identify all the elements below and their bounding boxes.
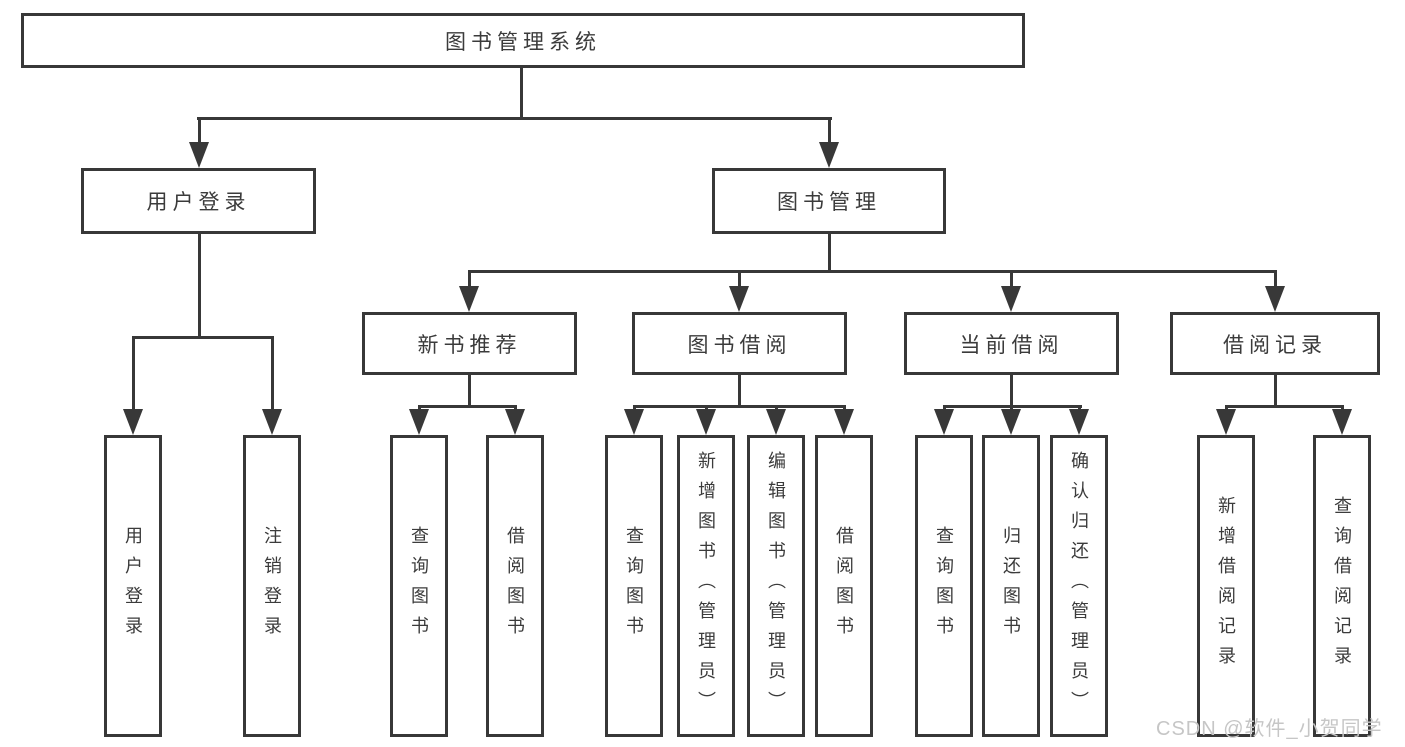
node-book-management: 图书管理 [712,168,946,234]
connector-arrow-stem [738,270,741,290]
leaf-query-borrow-record: 查询借阅记录 [1313,435,1371,737]
connector-bookborrow-stem [738,375,741,408]
leaf-recommend-query-book: 查询图书 [390,435,448,737]
node-library-management-system: 图书管理系统 [21,13,1025,68]
connector-records-bus [1225,405,1344,408]
leaf-edit-book-admin: 编辑图书（管理员） [747,435,805,737]
arrowhead-leaf-borrow-book [834,409,854,435]
node-current-borrow: 当前借阅 [904,312,1119,375]
arrowhead-current-borrow [1001,286,1021,312]
leaf-recommend-borrow-book: 借阅图书 [486,435,544,737]
node-user-login: 用户登录 [81,168,316,234]
arrowhead-leaf-edit-book [766,409,786,435]
connector-level3-bus [468,270,1277,273]
watermark: CSDN @软件_小贺同学 [1156,718,1383,740]
connector-recommend-stem [468,375,471,408]
leaf-borrow-query-book: 查询图书 [605,435,663,737]
arrowhead-leaf-add-book [696,409,716,435]
arrowhead-leaf-borrow-book [505,409,525,435]
node-borrow-records: 借阅记录 [1170,312,1380,375]
arrowhead-book-management [819,142,839,168]
connector-arrow-stem [1274,270,1277,290]
arrowhead-leaf-add-record [1216,409,1236,435]
leaf-confirm-return-admin: 确认归还（管理员） [1050,435,1108,737]
arrowhead-leaf-query-record [1332,409,1352,435]
arrowhead-leaf-query-book [934,409,954,435]
arrowhead-leaf-return-book [1001,409,1021,435]
arrowhead-leaf-query-book [624,409,644,435]
connector-records-stem [1274,375,1277,408]
arrowhead-new-book-recommend [459,286,479,312]
connector-arrow-stem [132,336,135,412]
leaf-logout: 注销登录 [243,435,301,737]
connector-arrow-stem [468,270,471,290]
connector-root-stem [520,68,523,120]
connector-arrow-stem [1010,270,1013,290]
connector-arrow-stem [828,117,831,145]
connector-arrow-stem [198,117,201,145]
leaf-add-book-admin: 新增图书（管理员） [677,435,735,737]
leaf-current-query-book: 查询图书 [915,435,973,737]
leaf-user-login: 用户登录 [104,435,162,737]
arrowhead-leaf-logout [262,409,282,435]
leaf-add-borrow-record: 新增借阅记录 [1197,435,1255,737]
arrowhead-leaf-confirm-return [1069,409,1089,435]
connector-currentborrow-stem [1010,375,1013,408]
connector-level2-bus [197,117,832,120]
connector-bookborrow-bus [633,405,846,408]
connector-userlogin-bus [132,336,274,339]
arrowhead-user-login [189,142,209,168]
leaf-return-book: 归还图书 [982,435,1040,737]
connector-userlogin-stem [198,234,201,338]
arrowhead-leaf-user-login [123,409,143,435]
arrowhead-borrow-records [1265,286,1285,312]
connector-arrow-stem [271,336,274,412]
arrowhead-book-borrow [729,286,749,312]
arrowhead-leaf-query-book [409,409,429,435]
node-new-book-recommend: 新书推荐 [362,312,577,375]
leaf-borrow-book: 借阅图书 [815,435,873,737]
connector-bookmgmt-stem [828,234,831,272]
node-book-borrow: 图书借阅 [632,312,847,375]
connector-recommend-bus [418,405,517,408]
